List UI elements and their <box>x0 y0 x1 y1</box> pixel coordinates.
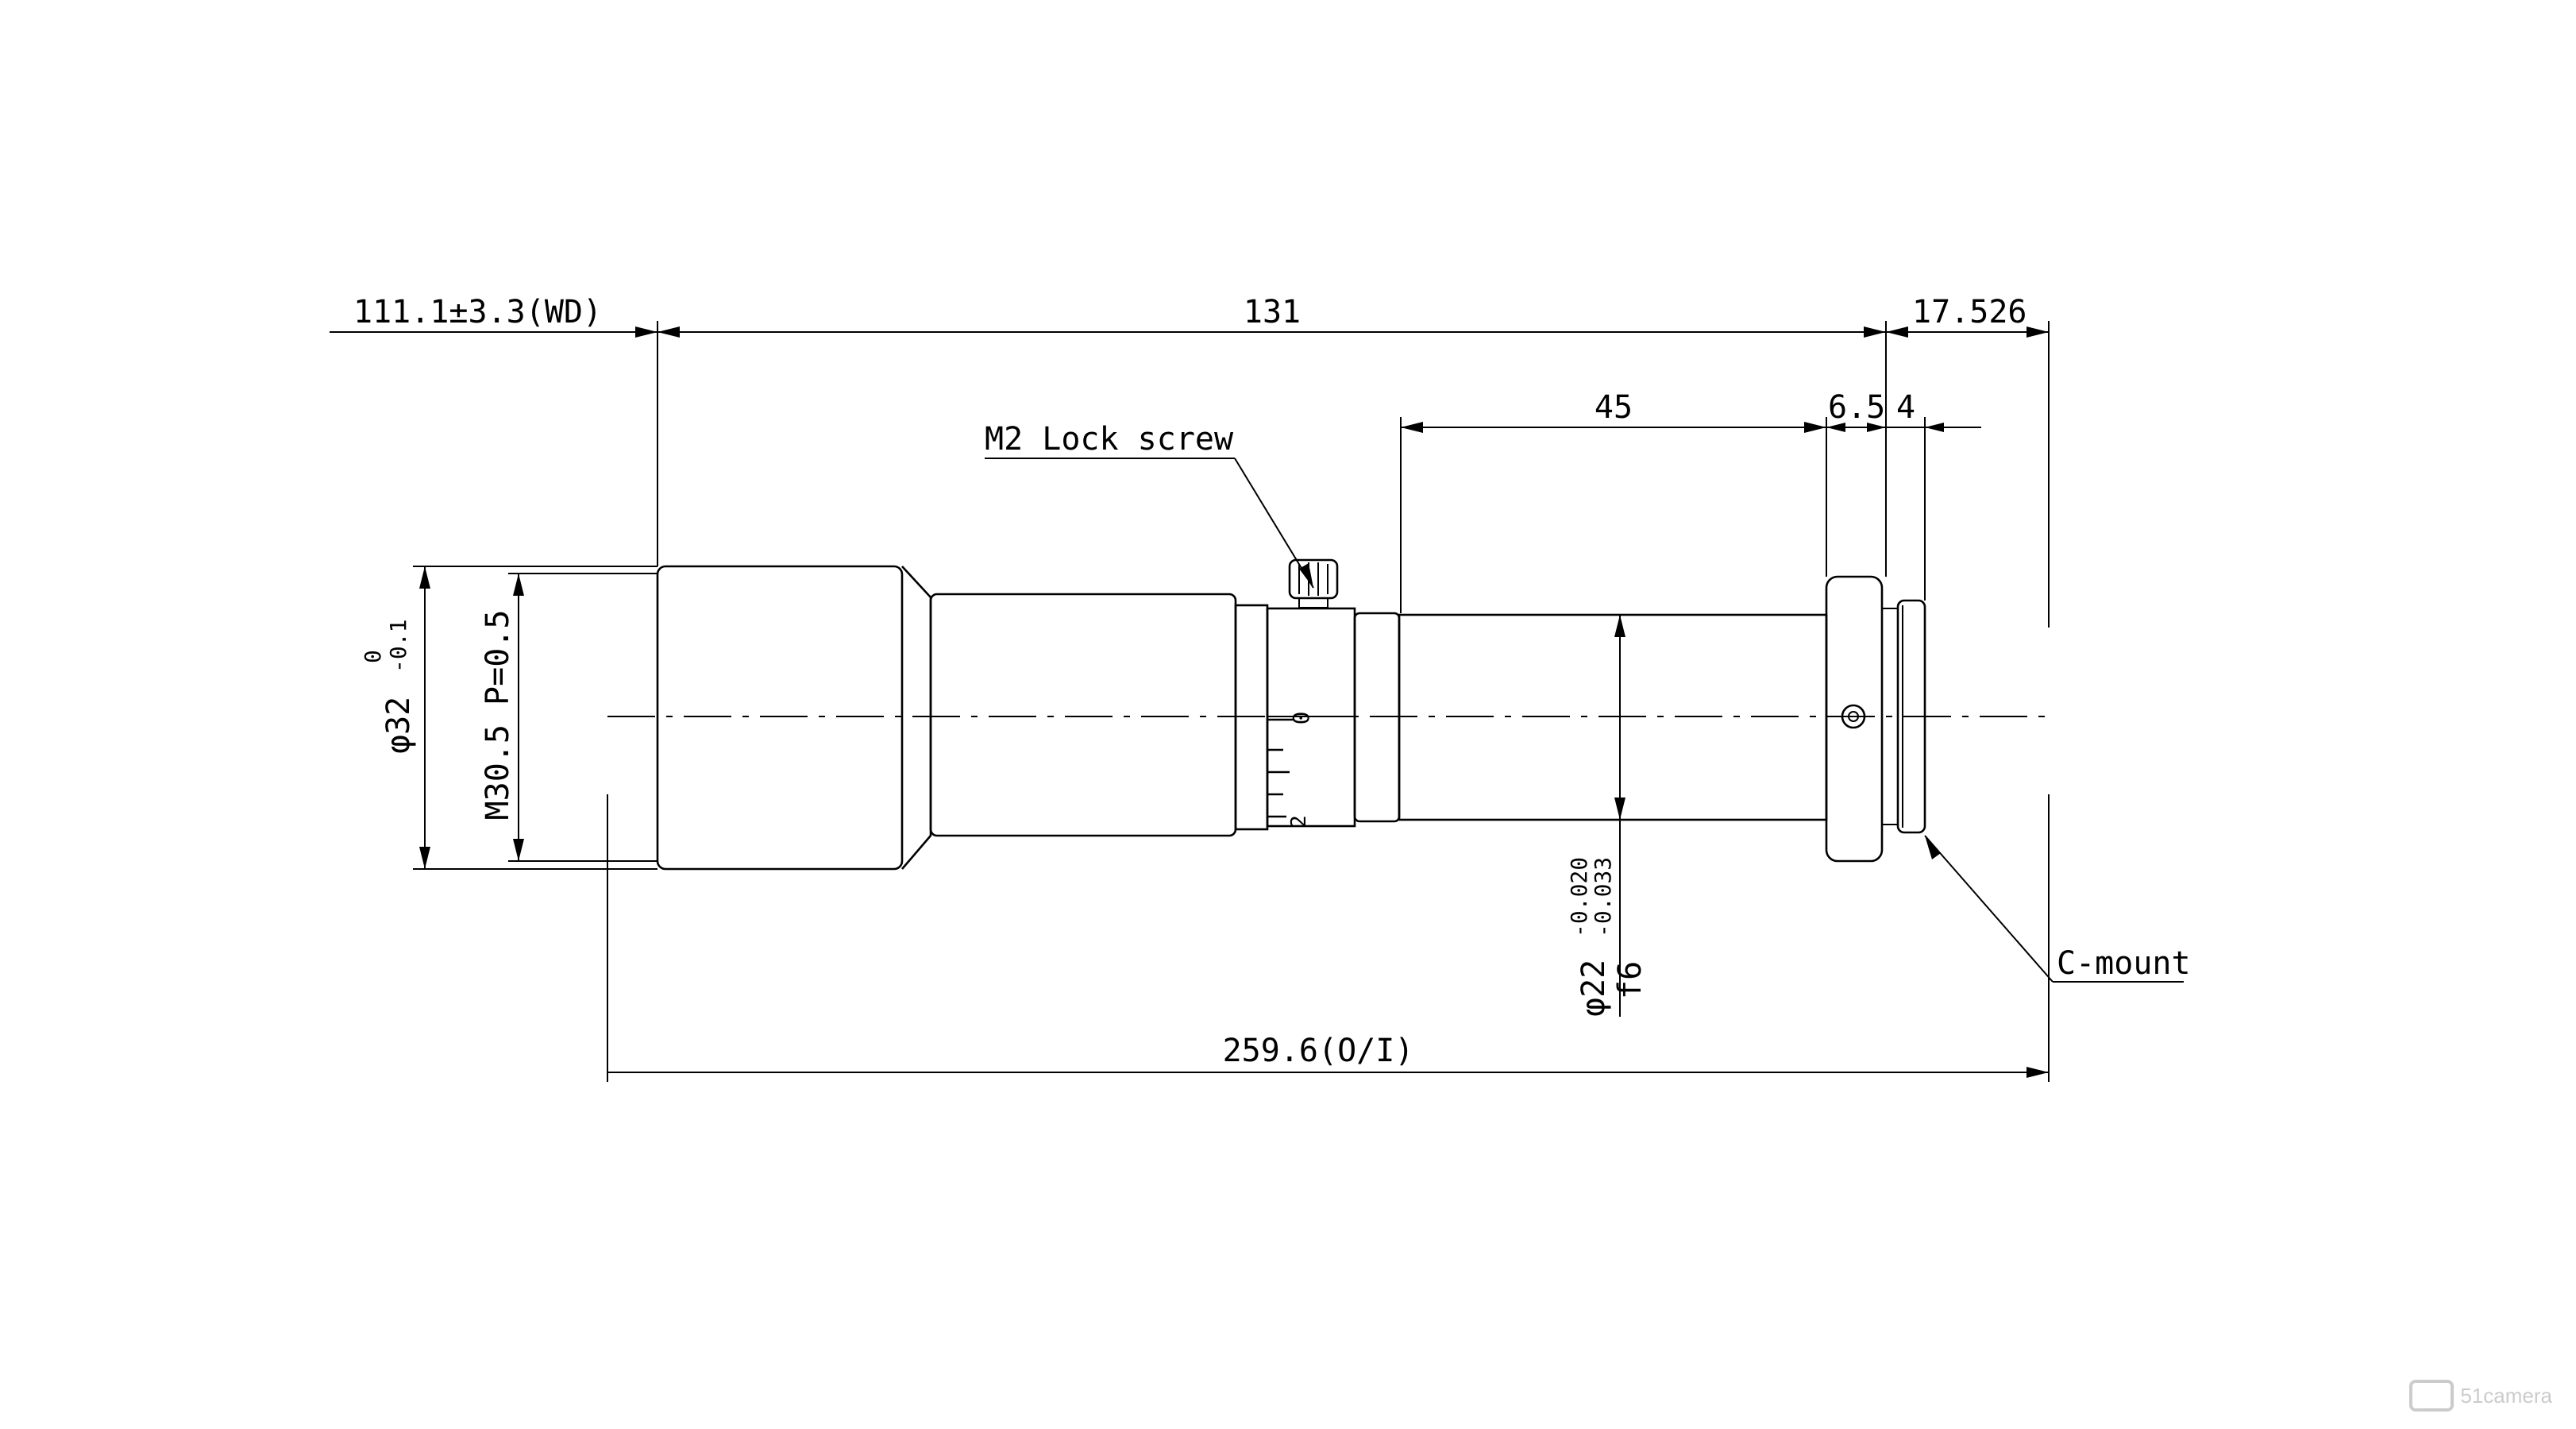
focus-scale-two: 2 <box>1287 815 1311 828</box>
dim-phi32-lower-tol: -0.1 <box>385 620 411 673</box>
label-cmount: C-mount <box>2057 945 2191 982</box>
middle-barrel <box>929 593 1237 837</box>
flange-screw <box>1841 704 1866 729</box>
dim-45: 45 <box>1595 389 1633 426</box>
focus-scale-zero: 0 <box>1288 712 1314 725</box>
dim-6-5: 6.5 <box>1828 389 1885 426</box>
cmount-thread <box>1896 599 1926 834</box>
dim-17-526: 17.526 <box>1912 294 2027 330</box>
dim-phi32: φ32 <box>380 697 417 754</box>
mount-flange <box>1825 575 1884 863</box>
watermark-text: 51camera <box>2460 1383 2552 1408</box>
focus-scale <box>1267 718 1294 818</box>
dim-thread: M30.5 P=0.5 <box>480 610 516 821</box>
camera-logo-icon <box>2409 1380 2455 1412</box>
dim-4: 4 <box>1896 389 1915 426</box>
dim-phi22-lower-tol: -0.033 <box>1590 857 1616 937</box>
dim-131: 131 <box>1244 294 1301 330</box>
dimension-lines <box>330 321 2184 1082</box>
label-lock-screw: M2 Lock screw <box>985 421 1234 458</box>
dim-phi32-group: φ32 0 -0.1 <box>360 620 417 754</box>
dim-phi22-fit: f6 <box>1612 961 1649 999</box>
dim-phi22-group: φ22 -0.020 -0.033 f6 <box>1566 857 1649 1017</box>
front-barrel <box>656 565 904 871</box>
lens-body: 0 2 <box>656 558 1926 871</box>
lock-screw-knob <box>1288 558 1339 600</box>
dim-phi32-upper-tol: 0 <box>360 650 386 663</box>
barrel-taper <box>901 566 932 870</box>
watermark-logo: 51camera <box>2409 1380 2552 1412</box>
dim-phi22-upper-tol: -0.020 <box>1566 857 1592 937</box>
dim-total-length: 259.6(O/I) <box>1223 1033 1414 1069</box>
dim-working-distance: 111.1±3.3(WD) <box>353 294 602 330</box>
dim-phi22: φ22 <box>1575 960 1612 1017</box>
